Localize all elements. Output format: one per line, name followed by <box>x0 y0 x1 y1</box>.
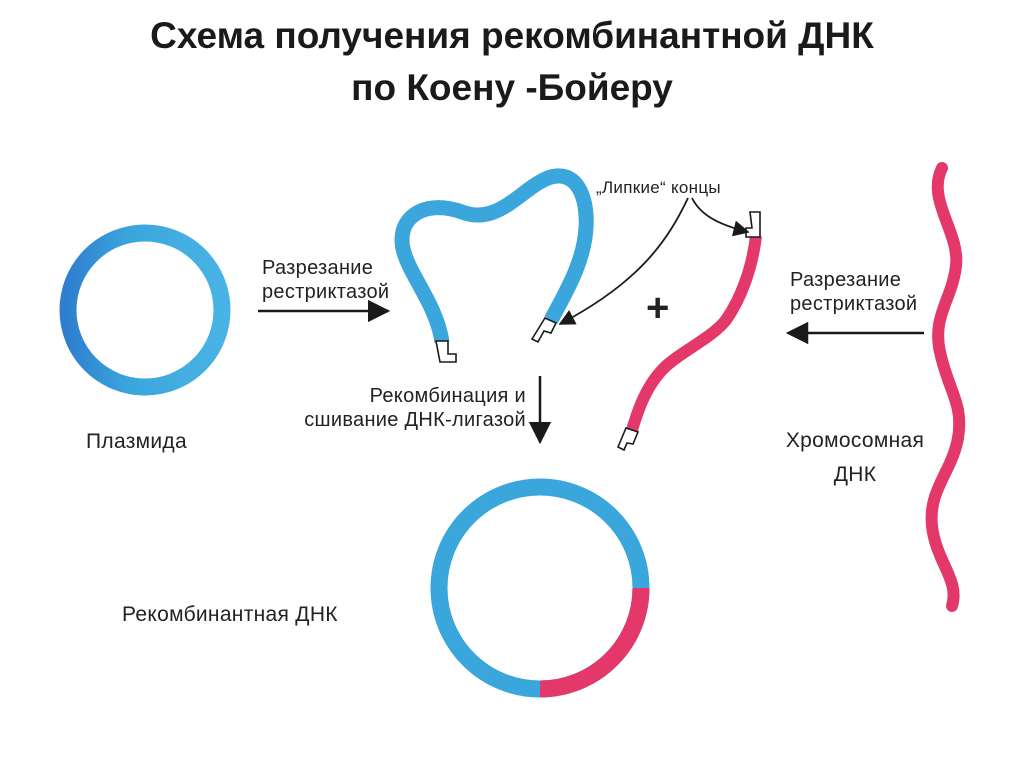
cut-right-label: Разрезание рестриктазой <box>790 268 917 316</box>
sticky-ends-arrow-to-plasmid <box>558 197 689 325</box>
recombination-label-line-1: Рекомбинация и <box>369 385 526 407</box>
title-line-2: по Коену -Бойеру <box>351 67 673 108</box>
plasmid-sticky-end-right <box>530 316 558 344</box>
plus-sign: + <box>646 286 670 330</box>
fragment-sticky-end-top <box>745 211 761 238</box>
sticky-ends-arrow-to-fragment <box>691 197 750 237</box>
recombination-label: Рекомбинация и сшивание ДНК-лигазой <box>300 384 526 432</box>
chromosomal-dna-label: Хромосомная ДНК <box>762 424 948 492</box>
cut-plasmid-strand <box>394 168 594 344</box>
recombination-label-line-2: сшивание ДНК-лигазой <box>304 409 526 431</box>
cut-right-label-line-2: рестриктазой <box>790 293 918 315</box>
chromosomal-dna-strand <box>925 162 966 612</box>
recombinant-ring-insert <box>539 587 650 698</box>
chromosomal-label-line-1: Хромосомная <box>785 429 925 452</box>
cut-left-label-line-1: Разрезание <box>262 257 374 279</box>
chromosomal-fragment <box>626 235 762 432</box>
recombinant-dna-label: Рекомбинантная ДНК <box>122 603 338 626</box>
page-title: Схема получения рекомбинантной ДНК по Ко… <box>0 10 1024 114</box>
title-line-1: Схема получения рекомбинантной ДНК <box>150 15 874 56</box>
chromosomal-label-line-2: ДНК <box>833 463 877 486</box>
plasmid-ring <box>59 224 231 396</box>
cut-left-label-line-2: рестриктазой <box>262 281 390 303</box>
sticky-ends-label: „Липкие“ концы <box>596 178 721 197</box>
plasmid-label: Плазмида <box>86 430 187 453</box>
fragment-sticky-end-bottom <box>616 427 640 452</box>
cut-right-label-line-1: Разрезание <box>790 269 902 291</box>
cut-left-label: Разрезание рестриктазой <box>262 256 389 304</box>
plasmid-sticky-end-left <box>435 340 457 363</box>
